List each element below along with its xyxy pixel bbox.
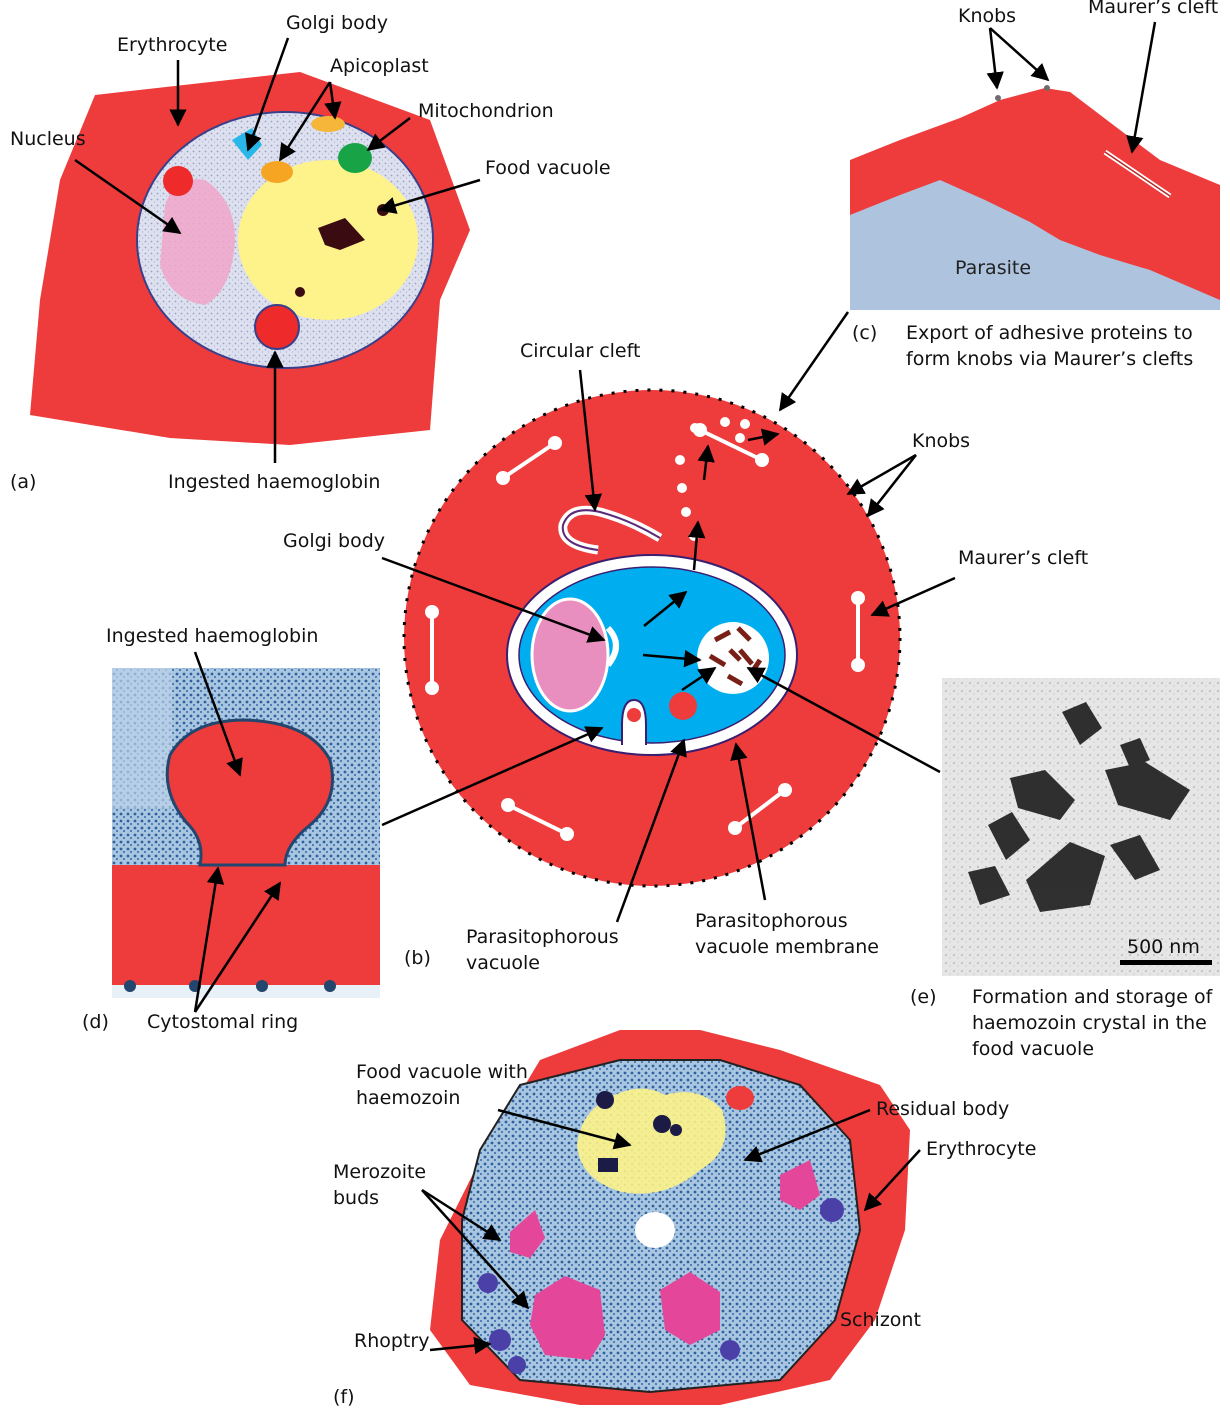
panel-a-label-food-vacuole: Food vacuole bbox=[485, 155, 611, 181]
panel-e-scale-bar bbox=[1120, 960, 1212, 965]
panel-a-apicoplast-a bbox=[261, 161, 293, 183]
panel-b-label-pvm: Parasitophorous vacuole membrane bbox=[695, 908, 895, 960]
panel-a-label-mitochondrion: Mitochondrion bbox=[418, 98, 554, 124]
panel-d-tag: (d) bbox=[82, 1009, 109, 1035]
panel-f-label-schizont: Schizont bbox=[840, 1307, 921, 1333]
panel-b-cytostome bbox=[622, 700, 646, 745]
panel-b-label-golgi: Golgi body bbox=[283, 528, 385, 554]
panel-b-label-circular-cleft: Circular cleft bbox=[520, 338, 640, 364]
panel-b-haemoglobin-vesicle bbox=[669, 692, 697, 720]
panel-a-tag: (a) bbox=[10, 469, 36, 495]
panel-d-erythrocyte bbox=[112, 865, 380, 985]
panel-c-knob-2 bbox=[1044, 85, 1050, 91]
panel-c-label-knobs: Knobs bbox=[958, 3, 1016, 29]
panel-b-nucleus bbox=[532, 599, 608, 711]
panel-c-tag: (c) bbox=[852, 320, 877, 346]
panel-a-micrograph bbox=[30, 72, 470, 445]
panel-a-haemoglobin-body bbox=[255, 305, 299, 349]
panel-e-tag: (e) bbox=[910, 984, 937, 1010]
panel-a-label-apicoplast: Apicoplast bbox=[330, 53, 429, 79]
panel-f-label-erythrocyte: Erythrocyte bbox=[926, 1136, 1036, 1162]
panel-a-label-haemoglobin: Ingested haemoglobin bbox=[168, 469, 380, 495]
panel-b-tag: (b) bbox=[404, 945, 431, 971]
panel-b-label-maurers-cleft: Maurer’s cleft bbox=[958, 545, 1088, 571]
panel-e-caption: Formation and storage of haemozoin cryst… bbox=[972, 984, 1222, 1062]
panel-a-label-golgi: Golgi body bbox=[286, 10, 388, 36]
panel-c-knob-1 bbox=[995, 95, 1001, 101]
panel-f-rhoptry-1 bbox=[478, 1273, 498, 1293]
panel-f-label-residual-body: Residual body bbox=[876, 1096, 1009, 1122]
panel-a-label-erythrocyte: Erythrocyte bbox=[117, 32, 227, 58]
panel-a-red-body bbox=[163, 166, 193, 196]
panel-d-label-cytostomal-ring: Cytostomal ring bbox=[147, 1009, 298, 1035]
panel-d-micrograph bbox=[112, 668, 380, 998]
panel-e-scale-label: 500 nm bbox=[1127, 934, 1200, 960]
panel-c-label-maurers-cleft: Maurer’s cleft bbox=[1088, 0, 1218, 20]
panel-c-caption: Export of adhesive proteins to form knob… bbox=[906, 320, 1206, 372]
panel-f-label-food-vacuole: Food vacuole with haemozoin bbox=[356, 1059, 531, 1111]
panel-a-mitochondrion bbox=[338, 143, 372, 173]
panel-f-label-rhoptry: Rhoptry bbox=[354, 1328, 429, 1354]
panel-b-diagram bbox=[404, 390, 900, 886]
panel-f-red-vesicle bbox=[726, 1086, 754, 1110]
panel-c-micrograph bbox=[850, 40, 1220, 310]
panel-d-label-haemoglobin: Ingested haemoglobin bbox=[106, 623, 318, 649]
panel-b-label-knobs: Knobs bbox=[912, 428, 970, 454]
panel-a-label-nucleus: Nucleus bbox=[10, 126, 86, 152]
panel-b-label-pv: Parasitophorous vacuole bbox=[466, 924, 641, 976]
panel-b-food-vacuole bbox=[697, 622, 769, 694]
panel-d-membrane-bead-1 bbox=[124, 980, 136, 992]
panel-f-tag: (f) bbox=[333, 1384, 355, 1410]
panel-e-micrograph bbox=[942, 678, 1220, 976]
panel-f-label-merozoite-buds: Merozoite buds bbox=[333, 1159, 443, 1211]
panel-a-apicoplast-b bbox=[311, 116, 345, 132]
panel-c-label-parasite: Parasite bbox=[955, 255, 1031, 281]
